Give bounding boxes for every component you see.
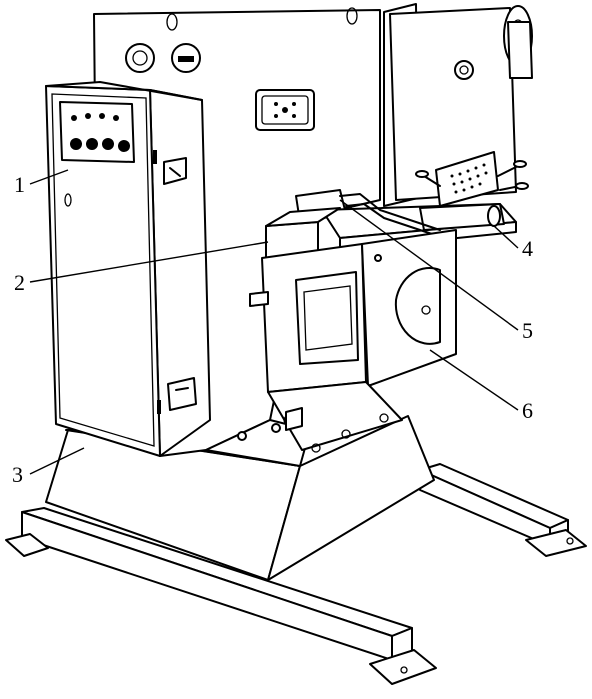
leader-1: [29, 169, 69, 185]
callout-5: 5: [522, 318, 533, 343]
upper-tower: [383, 3, 533, 207]
leader-5: [339, 199, 519, 331]
callout-4: 4: [522, 236, 533, 261]
leader-3: [29, 447, 85, 475]
callout-3: 3: [12, 462, 23, 487]
leader-lines: [29, 169, 519, 475]
control-cabinet: [45, 81, 211, 457]
callout-labels: 1 2 3 4 5 6: [12, 172, 533, 487]
base-frame: [5, 463, 587, 685]
callout-2: 2: [14, 270, 25, 295]
callout-1: 1: [14, 172, 25, 197]
punch-and-shear-unit: [249, 207, 457, 453]
leader-6: [429, 349, 519, 411]
leader-2: [29, 241, 269, 283]
leader-4: [493, 225, 519, 249]
callout-6: 6: [522, 398, 533, 423]
